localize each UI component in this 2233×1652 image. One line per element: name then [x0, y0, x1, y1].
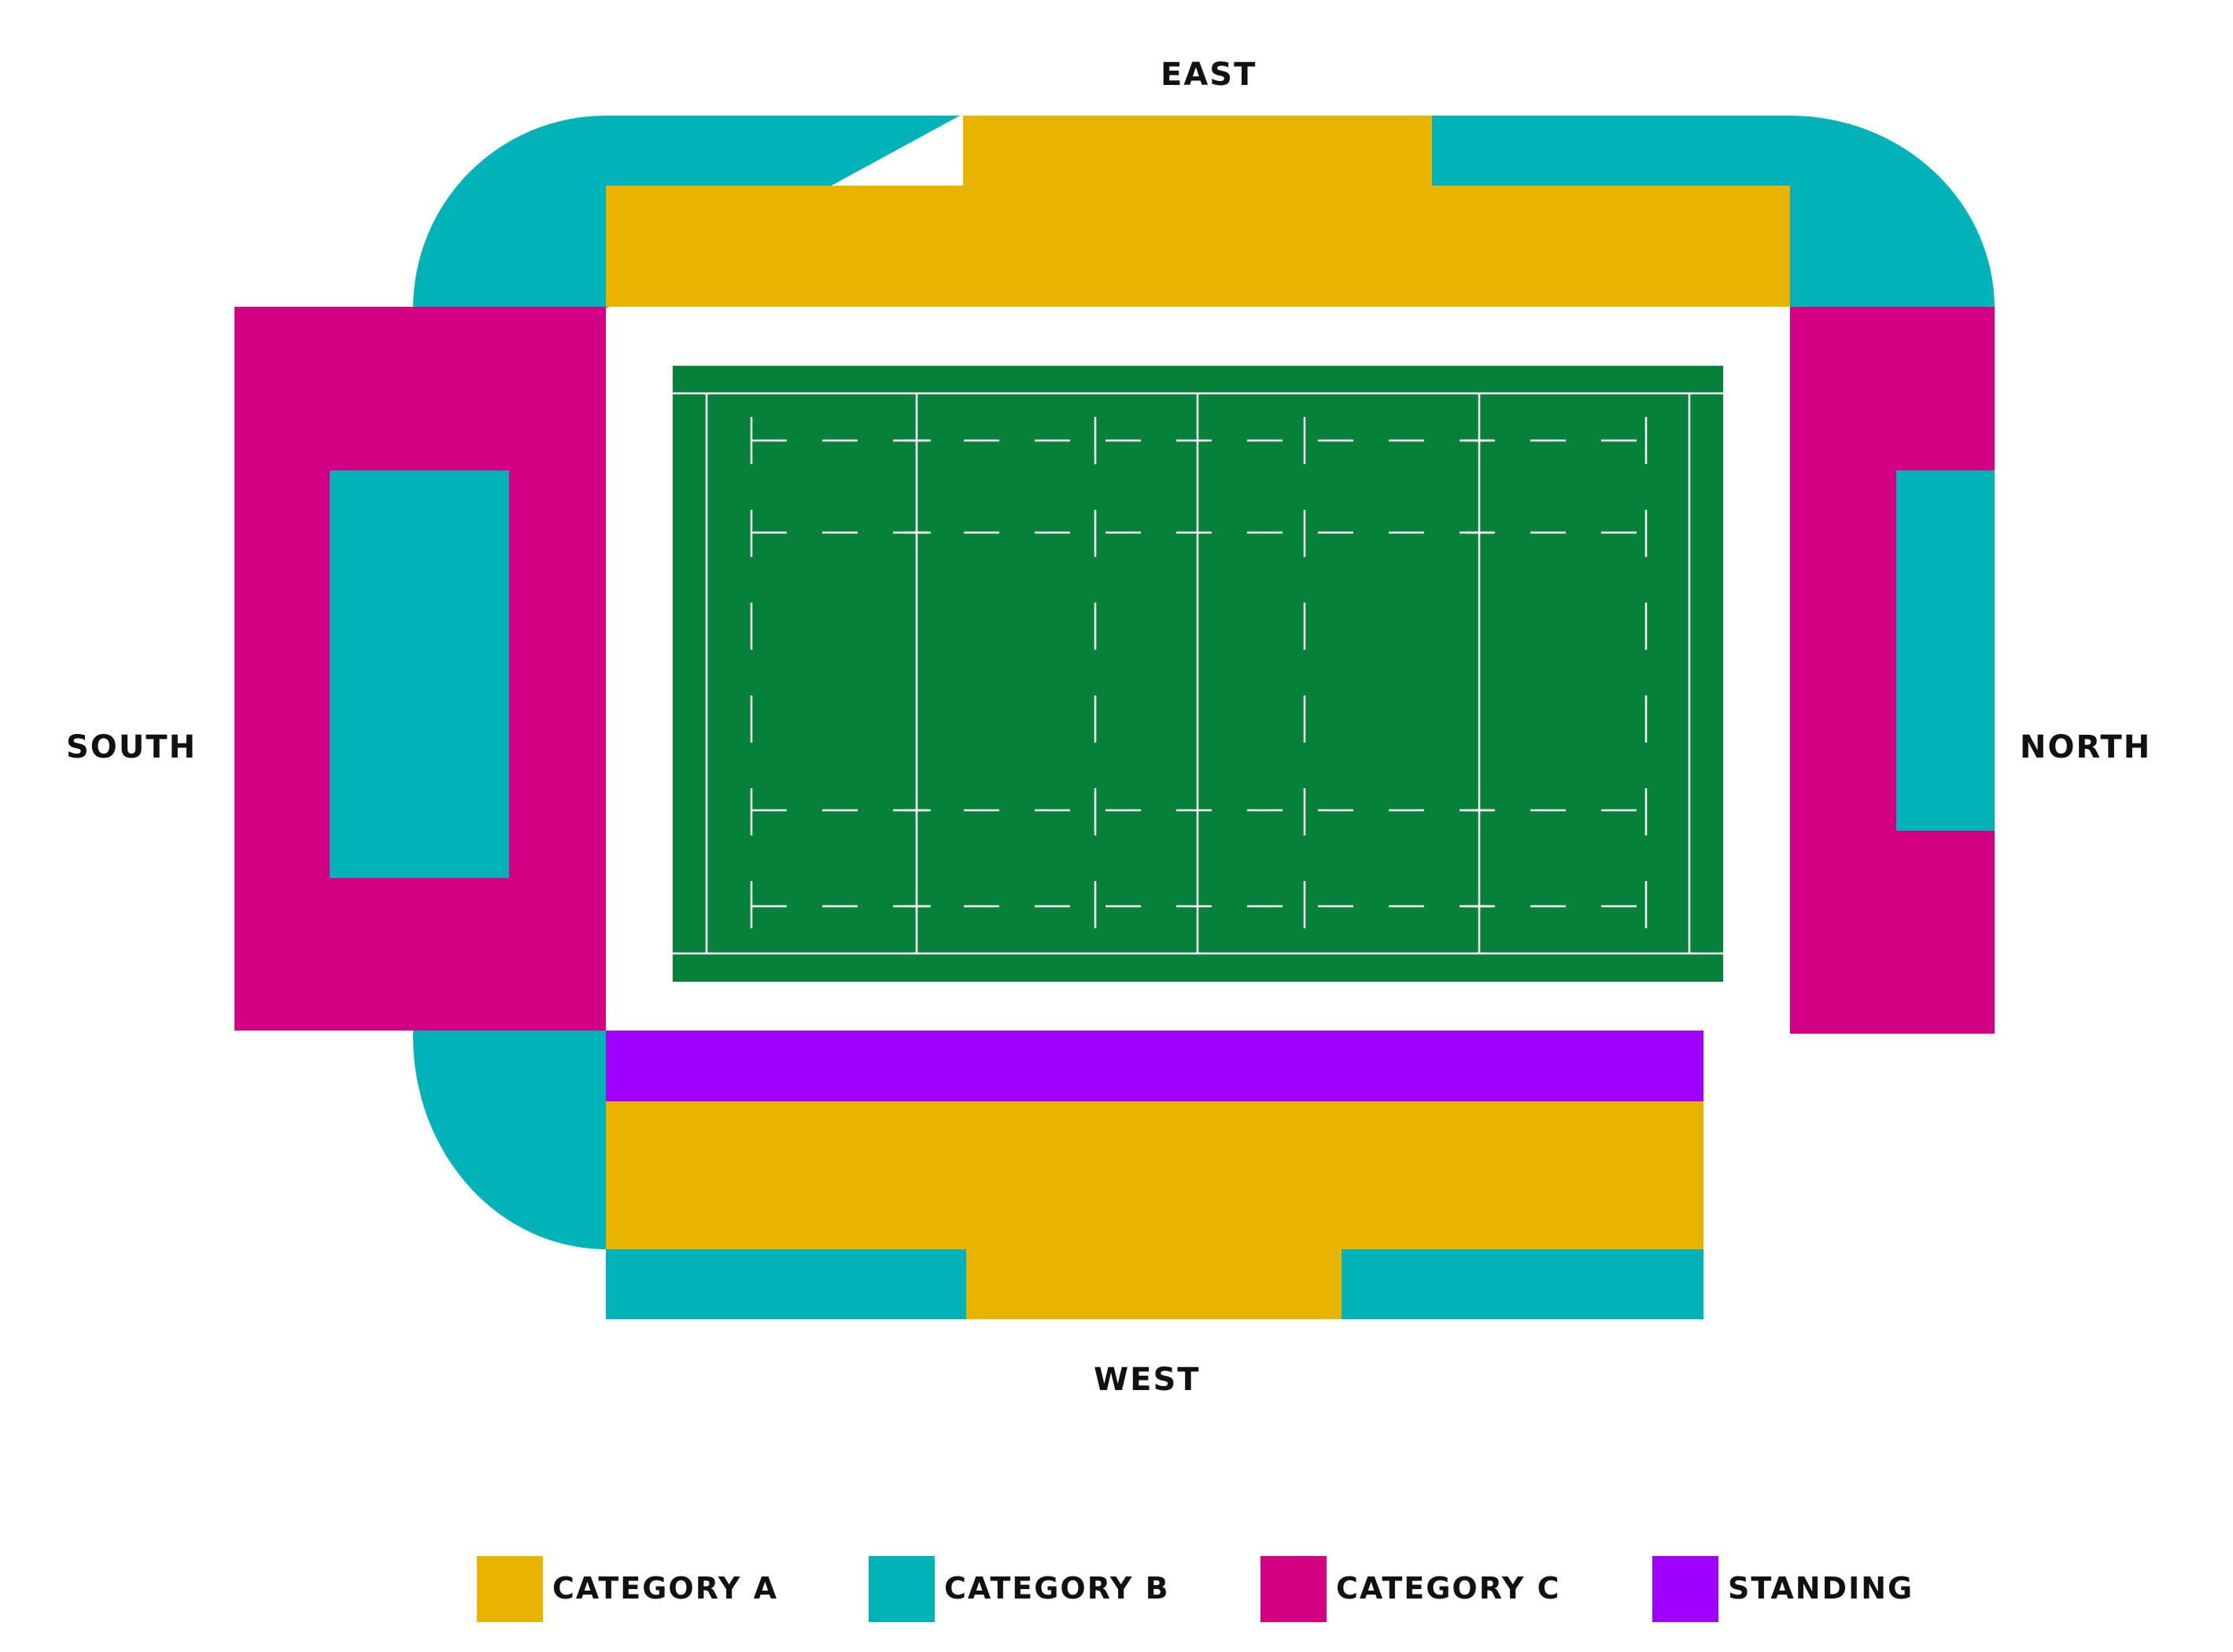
stand-label-north: NORTH [2020, 729, 2152, 765]
north-stand-category-b[interactable] [1896, 470, 1995, 831]
legend-label-category-c: CATEGORY C [1336, 1571, 1561, 1606]
rugby-pitch [673, 366, 1723, 982]
west-stand-south-lower-category-b[interactable] [606, 1249, 966, 1319]
legend-label-category-a: CATEGORY A [552, 1571, 779, 1606]
legend-swatch-category-b [869, 1556, 935, 1622]
legend-swatch-standing [1652, 1556, 1718, 1622]
legend-swatch-category-a [477, 1556, 543, 1622]
legend-label-standing: STANDING [1728, 1571, 1914, 1606]
west-stand-category-a[interactable] [606, 1101, 1703, 1319]
stand-label-east: EAST [1161, 57, 1257, 93]
legend-swatch-category-c [1260, 1556, 1327, 1622]
east-stand-north-corner-category-b[interactable] [1432, 116, 1995, 308]
west-stand-standing[interactable] [606, 1031, 1703, 1101]
east-stand-category-a[interactable] [606, 116, 1790, 307]
west-stand-south-corner-category-b[interactable] [413, 1031, 606, 1249]
legend-label-category-b: CATEGORY B [944, 1571, 1170, 1606]
south-stand-category-b[interactable] [330, 470, 509, 878]
stand-label-south: SOUTH [66, 729, 197, 765]
stand-label-west: WEST [1094, 1362, 1201, 1398]
west-stand-north-lower-category-b[interactable] [1342, 1249, 1703, 1319]
